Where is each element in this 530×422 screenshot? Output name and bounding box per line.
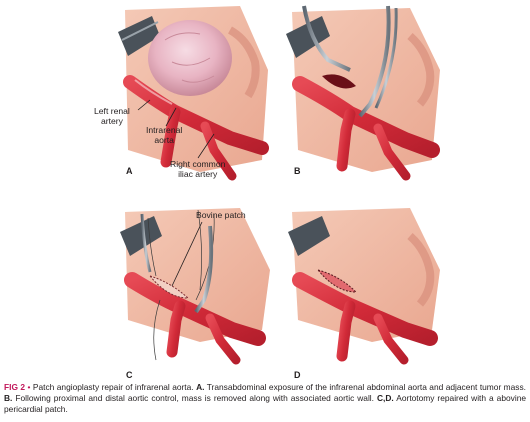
panel-a-illustration	[118, 6, 269, 181]
label-left-renal-line1: Left renal	[94, 106, 130, 116]
panel-c-illustration	[120, 208, 270, 365]
illustration-canvas	[118, 5, 440, 365]
tumor-mass	[148, 20, 232, 96]
figure-caption: FIG 2 • Patch angioplasty repair of infr…	[4, 382, 526, 415]
label-infrarenal-aorta: Intrarenal aorta	[146, 125, 182, 145]
caption-b-label: B.	[4, 393, 13, 403]
caption-cd-label: C,D.	[377, 393, 394, 403]
label-right-common-iliac-artery: Right common iliac artery	[170, 159, 225, 179]
label-bovine-patch: Bovine patch	[196, 210, 246, 220]
caption-a-text: Transabdominal exposure of the infrarena…	[206, 382, 527, 392]
label-left-renal-line2: artery	[100, 116, 123, 126]
panel-label-d: D	[294, 370, 301, 380]
caption-cd-text: Aortotomy repaired with a abovine perica…	[4, 393, 527, 414]
repaired-patch	[316, 269, 358, 293]
caption-fig-label: FIG 2	[4, 382, 26, 392]
panel-b-illustration	[286, 5, 440, 181]
panel-label-c: C	[126, 370, 133, 380]
clamp-lower	[358, 5, 391, 118]
panel-label-a: A	[126, 166, 133, 176]
label-right-common-line1: Right common	[170, 159, 226, 169]
caption-b-text: Following proximal and distal aortic con…	[15, 393, 374, 403]
panel-label-b: B	[294, 166, 301, 176]
bovine-patch	[148, 275, 190, 299]
caption-a-label: A.	[196, 382, 205, 392]
caption-bullet: •	[27, 382, 31, 392]
label-left-renal-artery: Left renal artery	[94, 106, 130, 126]
clamp-upper	[302, 5, 351, 72]
label-infrarenal-line2: aorta	[154, 135, 174, 145]
label-right-common-line2: iliac artery	[178, 169, 218, 179]
caption-intro: Patch angioplasty repair of infrarenal a…	[32, 382, 194, 392]
label-infrarenal-line1: Intrarenal	[146, 125, 183, 135]
panel-d-illustration	[288, 208, 440, 365]
